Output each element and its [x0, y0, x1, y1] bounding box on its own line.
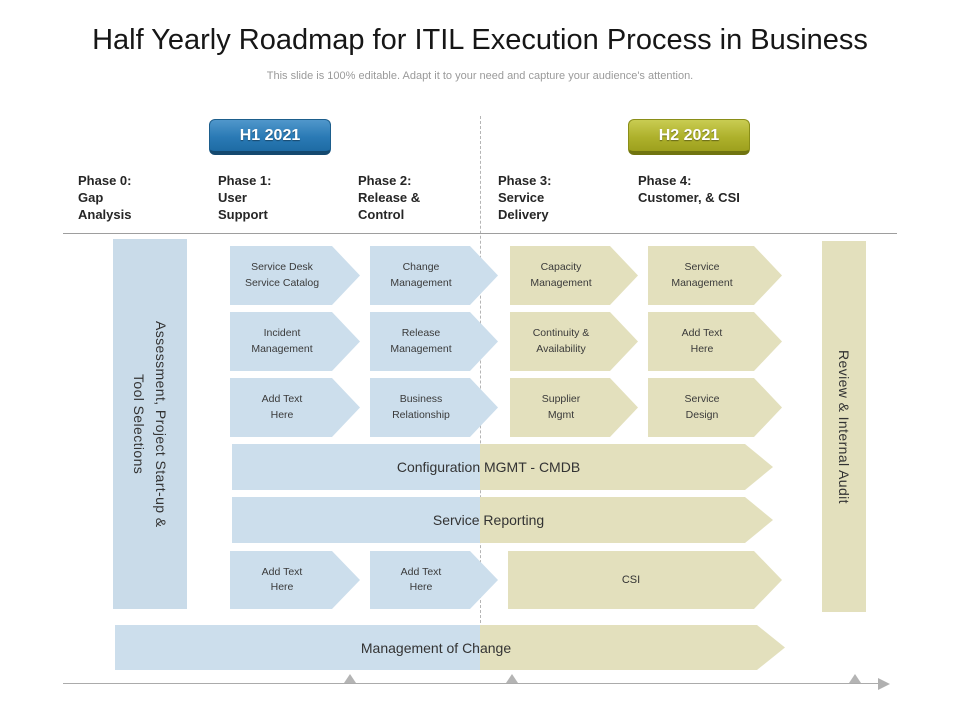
- phase-header-rule: [63, 233, 897, 234]
- timeline-marker-icon: [344, 674, 356, 683]
- midyear-divider-dashed-line: [480, 116, 481, 623]
- arrow-capacity-management: Capacity Management: [510, 246, 638, 305]
- review-internal-audit-bar: Review & Internal Audit: [822, 241, 866, 612]
- phase-label-2: Phase 2: Release & Control: [358, 173, 421, 222]
- arrow-continuity-availability: Continuity & Availability: [510, 312, 638, 371]
- phase-label-1: Phase 1: User Support: [218, 173, 272, 222]
- arrow-service-desk-catalog: Service Desk Service Catalog: [230, 246, 360, 305]
- arrow-service-management: Service Management: [648, 246, 782, 305]
- assessment-startup-label: Assessment, Project Start-up & Tool Sele…: [131, 320, 169, 528]
- slide-title: Half Yearly Roadmap for ITIL Execution P…: [92, 24, 868, 56]
- arrow-add-text-bottom-2: Add Text Here: [370, 551, 498, 609]
- management-of-change-band: Management of Change: [115, 625, 785, 670]
- timeline-axis: [63, 683, 878, 684]
- arrow-add-text-phase1: Add Text Here: [230, 378, 360, 437]
- arrow-add-text-bottom-1: Add Text Here: [230, 551, 360, 609]
- h2-2021-badge: H2 2021: [628, 119, 750, 155]
- phase-label-4: Phase 4: Customer, & CSI: [638, 173, 740, 205]
- timeline-marker-icon: [506, 674, 518, 683]
- phase-label-0: Phase 0: Gap Analysis: [78, 173, 132, 222]
- arrow-supplier-mgmt: Supplier Mgmt: [510, 378, 638, 437]
- timeline-arrowhead-icon: [878, 678, 890, 690]
- arrow-service-design: Service Design: [648, 378, 782, 437]
- service-reporting-band: Service Reporting: [232, 497, 773, 543]
- h1-2021-badge: H1 2021: [209, 119, 331, 155]
- assessment-startup-bar: Assessment, Project Start-up & Tool Sele…: [113, 239, 187, 609]
- phase-label-3: Phase 3: Service Delivery: [498, 173, 552, 222]
- timeline-marker-icon: [849, 674, 861, 683]
- configuration-cmdb-band: Configuration MGMT - CMDB: [232, 444, 773, 490]
- arrow-release-management: Release Management: [370, 312, 498, 371]
- csi-band: CSI: [508, 551, 782, 609]
- arrow-change-management: Change Management: [370, 246, 498, 305]
- arrow-business-relationship: Business Relationship: [370, 378, 498, 437]
- review-internal-audit-label: Review & Internal Audit: [836, 349, 852, 504]
- arrow-incident-management: Incident Management: [230, 312, 360, 371]
- arrow-add-text-phase4: Add Text Here: [648, 312, 782, 371]
- slide-subtitle: This slide is 100% editable. Adapt it to…: [266, 70, 694, 82]
